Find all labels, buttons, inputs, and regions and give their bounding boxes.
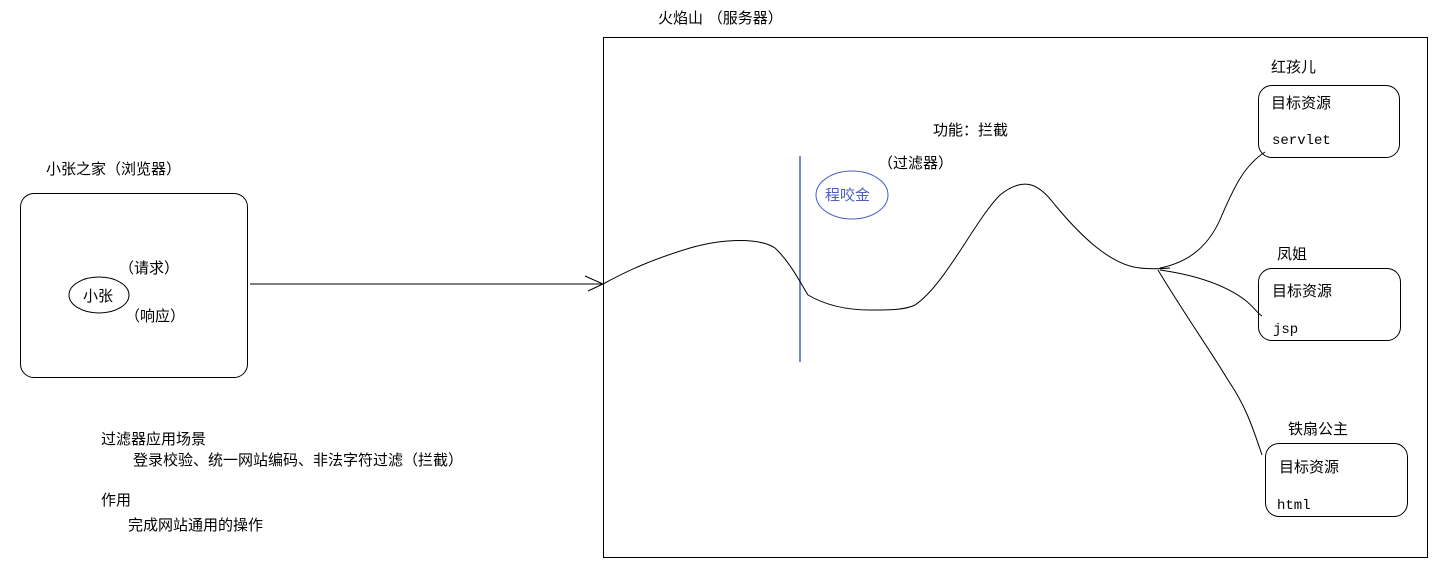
browser-title: 小张之家（浏览器） [46, 160, 182, 178]
target-label-2: 目标资源 [1272, 282, 1333, 300]
request-path [602, 183, 1171, 311]
purpose-heading: 作用 [101, 491, 132, 509]
target-resource-jsp: jsp [1273, 322, 1299, 338]
function-label: 功能：拦截 [933, 121, 1009, 139]
target-owner-1: 红孩儿 [1271, 58, 1317, 76]
branch-html [1157, 269, 1263, 456]
target-box-jsp [1258, 268, 1401, 341]
target-owner-3: 铁扇公主 [1288, 420, 1349, 438]
target-resource-servlet: servlet [1272, 133, 1331, 149]
browser-box [20, 193, 248, 378]
user-ellipse [68, 276, 130, 314]
target-box-html [1265, 443, 1408, 517]
target-owner-2: 凤姐 [1277, 245, 1308, 263]
response-label: （响应） [125, 307, 186, 325]
branch-jsp [1159, 269, 1263, 317]
filter-name: 程咬金 [825, 186, 871, 204]
scenarios-heading: 过滤器应用场景 [101, 430, 207, 448]
target-label-3: 目标资源 [1279, 458, 1340, 476]
filter-ellipse [815, 170, 889, 220]
target-label-1: 目标资源 [1271, 94, 1332, 112]
filter-label: （过滤器） [878, 154, 954, 172]
server-box [603, 37, 1428, 558]
purpose-text: 完成网站通用的操作 [128, 516, 264, 534]
branch-servlet [1159, 151, 1266, 269]
user-label: 小张 [83, 287, 114, 305]
request-label: （请求） [119, 259, 180, 277]
target-resource-html: html [1277, 498, 1311, 514]
scenarios-text: 登录校验、统一网站编码、非法字符过滤（拦截） [133, 451, 464, 469]
target-box-servlet [1258, 85, 1400, 158]
server-title: 火焰山 （服务器） [658, 9, 783, 27]
